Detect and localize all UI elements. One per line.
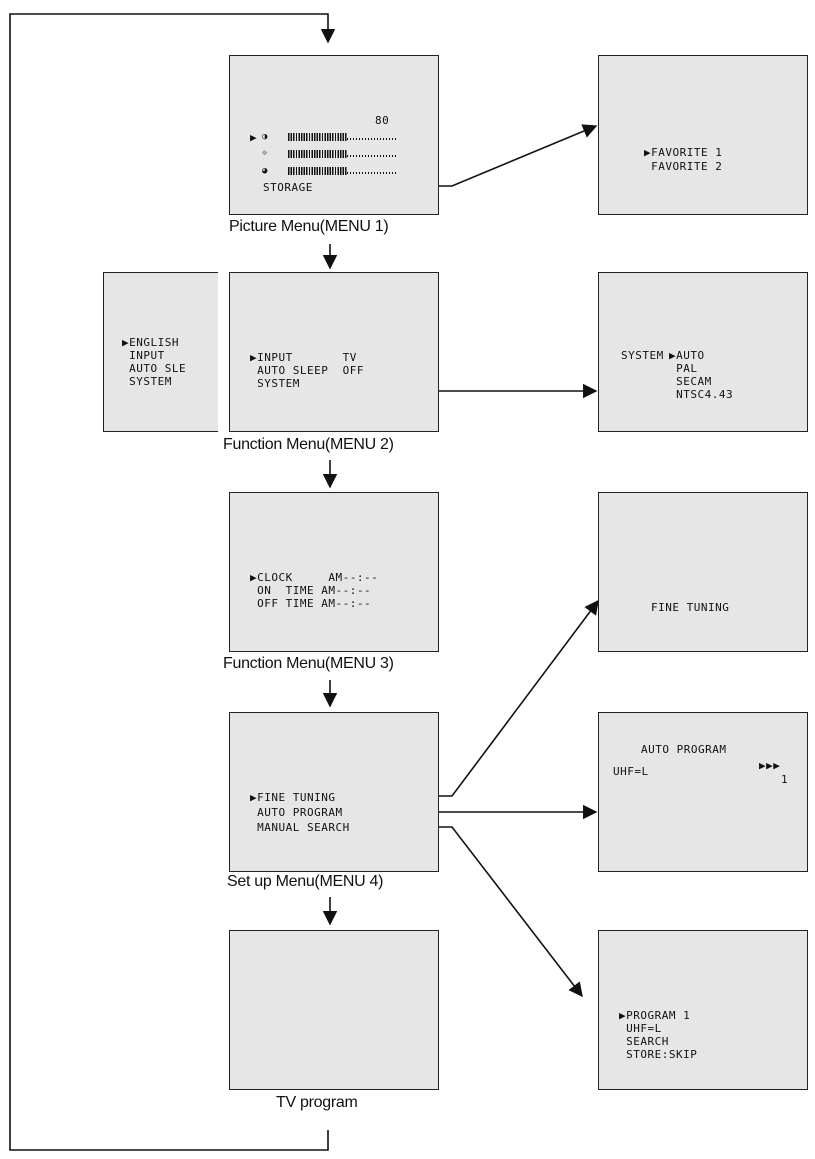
manual-search-line-4: STORE:SKIP: [619, 1048, 698, 1061]
brightness-bar: [288, 150, 396, 158]
system-label: SYSTEM: [621, 349, 664, 362]
menu3-line-2: ON TIME AM--:--: [250, 584, 372, 597]
language-line-1: ▶ENGLISH: [122, 336, 179, 349]
menu2-line-2: AUTO SLEEP OFF: [250, 364, 364, 377]
auto-program-title: AUTO PROGRAM: [641, 743, 727, 756]
return-loop-line: [9, 13, 336, 1151]
manual-search-screen: ▶PROGRAM 1 UHF=L SEARCH STORE:SKIP: [598, 930, 808, 1090]
tv-program-screen: [229, 930, 439, 1090]
storage-item: STORAGE: [263, 181, 313, 194]
system-screen: SYSTEM ▶AUTO PAL SECAM NTSC4.43: [598, 272, 808, 432]
language-line-2: INPUT: [122, 349, 165, 362]
menu3-line-3: OFF TIME AM--:--: [250, 597, 372, 610]
setup-menu-4-screen: ▶FINE TUNING AUTO PROGRAM MANUAL SEARCH: [229, 712, 439, 872]
auto-program-count: 1: [781, 773, 789, 786]
setup-menu-4-caption: Set up Menu(MENU 4): [227, 873, 384, 890]
auto-program-arrows: ▶▶▶: [759, 759, 781, 772]
system-option-2: PAL: [669, 362, 698, 375]
language-screen: ▶ENGLISH INPUT AUTO SLE SYSTEM: [103, 272, 218, 432]
auto-program-screen: AUTO PROGRAM UHF=L ▶▶▶ 1: [598, 712, 808, 872]
system-option-3: SECAM: [669, 375, 712, 388]
favorite-line-2: FAVORITE 2: [644, 160, 723, 173]
manual-search-line-1: ▶PROGRAM 1: [619, 1009, 691, 1022]
system-option-4: NTSC4.43: [669, 388, 734, 401]
brightness-icon: ☼: [262, 149, 268, 159]
language-line-3: AUTO SLE: [122, 362, 187, 375]
selector-arrow: ▶: [250, 131, 258, 144]
function-menu-2-screen: ▶INPUT TV AUTO SLEEP OFF SYSTEM: [229, 272, 439, 432]
favorite-line-1: ▶FAVORITE 1: [644, 146, 723, 159]
manual-search-line-3: SEARCH: [619, 1035, 669, 1048]
system-option-1: ▶AUTO: [669, 349, 705, 362]
fine-tuning-screen: FINE TUNING: [598, 492, 808, 652]
tv-program-caption: TV program: [276, 1094, 358, 1111]
picture-menu-caption: Picture Menu(MENU 1): [229, 218, 389, 235]
auto-program-band: UHF=L: [613, 765, 649, 778]
function-menu-3-caption: Function Menu(MENU 3): [223, 655, 394, 672]
color-icon: ◕: [262, 166, 268, 176]
color-bar: [288, 167, 396, 175]
menu2-line-3: SYSTEM: [250, 377, 300, 390]
contrast-icon: ◑: [262, 132, 268, 142]
favorite-screen: ▶FAVORITE 1 FAVORITE 2: [598, 55, 808, 215]
language-line-4: SYSTEM: [122, 375, 172, 388]
contrast-bar: [288, 133, 396, 141]
menu4-line-1: ▶FINE TUNING: [250, 791, 336, 804]
menu4-line-2: AUTO PROGRAM: [250, 806, 343, 819]
picture-menu-screen: 80 ▶ ◑ ☼ ◕ STORAGE: [229, 55, 439, 215]
menu4-line-3: MANUAL SEARCH: [250, 821, 350, 834]
manual-search-line-2: UHF=L: [619, 1022, 662, 1035]
picture-value: 80: [375, 114, 390, 127]
function-menu-2-caption: Function Menu(MENU 2): [223, 436, 394, 453]
menu2-line-1: ▶INPUT TV: [250, 351, 357, 364]
menu3-line-1: ▶CLOCK AM--:--: [250, 571, 379, 584]
fine-tuning-text: FINE TUNING: [651, 601, 730, 614]
function-menu-3-screen: ▶CLOCK AM--:-- ON TIME AM--:-- OFF TIME …: [229, 492, 439, 652]
